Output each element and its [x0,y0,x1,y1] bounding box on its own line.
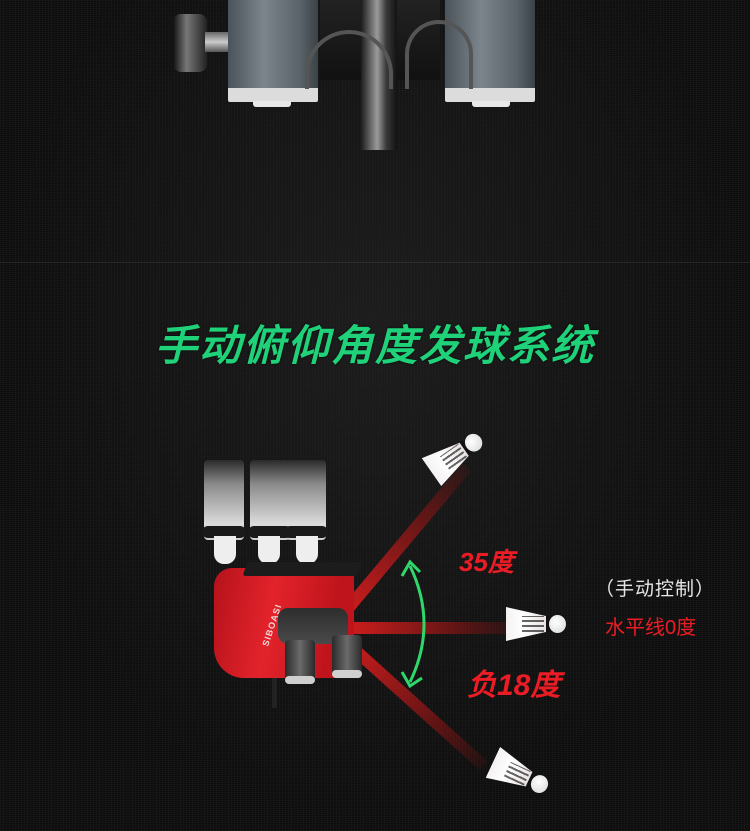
shuttle-cork [296,536,318,564]
shuttle-cork [214,536,236,564]
manual-control-label: （手动控制） [595,579,716,600]
angle-down-label: 负18度 [467,669,561,702]
machine-top-plate [242,562,363,576]
machine-stand [272,678,277,708]
knob-shaft [205,32,230,52]
angle-up-label: 35度 [459,547,514,577]
canister-base-right [445,88,535,102]
roller-cap [332,670,362,678]
canister-base-left [228,88,318,102]
roller-cap [285,676,315,684]
stack-ring [202,526,246,538]
badminton-machine-image: SIBOASI [200,460,370,708]
canister-foot-left [253,101,291,107]
canister-foot-right [472,101,510,107]
angle-range-arrow-icon [400,559,426,689]
page-title: 手动俯仰角度发球系统 [154,322,595,369]
roller-left [285,640,315,682]
shuttle-cork [258,536,280,564]
machine-top-view-image [0,0,750,160]
section-divider [0,262,750,263]
horizontal-zero-label: 水平线0度 [605,617,697,639]
stack-ring [248,526,292,538]
adjustment-knob-icon [173,14,207,72]
shuttlecock-horizontal [506,607,566,641]
stack-ring [284,526,328,538]
cable-tube-right [405,20,473,89]
shuttle-canister-left [228,0,318,90]
